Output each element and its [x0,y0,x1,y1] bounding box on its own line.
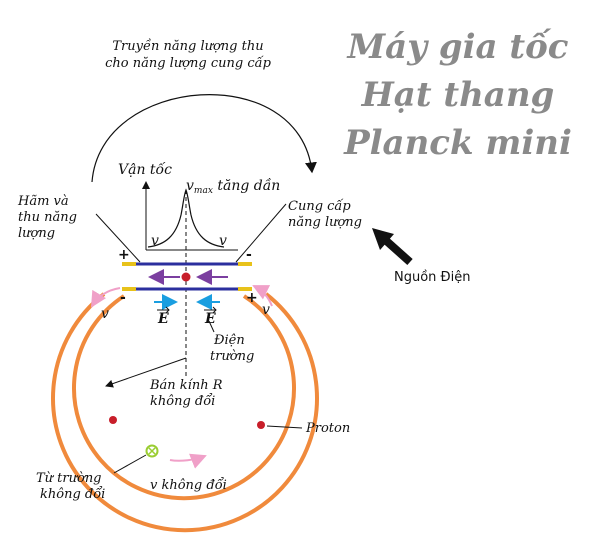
e-vector-arrow-left [157,306,170,314]
power-source-label: Nguồn Điện [394,270,470,285]
velocity-axis-label: Vận tốc [118,161,172,178]
transfer-arc-arrow [91,94,317,183]
radius-label-2: không đổi [150,393,215,409]
proton-label: Proton [305,421,350,436]
v-label-right: v [262,302,270,318]
brake-label-3: lượng [18,226,55,241]
vmax-label: vmax tăng dần [186,177,280,196]
magnetic-label-2: không đổi [40,486,105,502]
title-line-2: Hạt thang [361,75,555,115]
field-label-2: trường [210,349,254,364]
radius-arrow [105,357,187,388]
v-constant-label: v không đổi [150,477,227,493]
outer-ring [51,292,319,533]
title-line-3: Planck mini [343,123,572,163]
minus-sign-right-top: - [246,247,252,263]
proton-pointer [266,425,303,429]
supply-label-1: Cung cấp [288,198,351,214]
e-field-label-right: E [204,311,216,327]
plus-sign-left: + [118,247,130,263]
pink-arrow-left [90,287,121,308]
v-label-top-left: v [151,233,159,249]
proton-right [257,421,265,429]
v-label-left: v [101,306,109,322]
plus-sign-right-bottom: + [246,290,258,306]
transfer-label-2: cho năng lượng cung cấp [105,55,271,71]
magnetic-pointer [113,454,147,474]
field-label-1: Điện [213,333,245,348]
proton-in-gap [181,272,191,282]
magnetic-label-1: Từ trường [36,471,102,486]
e-field-label-left: E [157,311,169,327]
brake-label-1: Hãm và [17,194,69,209]
power-source-arrow-head [372,228,394,250]
pink-arrow-bottom [169,453,207,469]
pink-arrow-right [252,285,273,307]
magnetic-field-icon [145,444,159,458]
magnetic-field-cross [148,447,156,455]
supply-label-2: năng lượng [288,215,362,230]
field-pointer [208,320,215,333]
supply-pointer [235,203,287,263]
v-label-top-right: v [219,233,227,249]
brake-pointer [95,213,141,263]
transfer-label-1: Truyền năng lượng thu [112,38,263,54]
radius-label-1: Bán kính R [149,378,223,393]
inner-ring [72,294,296,501]
proton-left [109,416,117,424]
title-line-1: Máy gia tốc [347,27,569,67]
e-vector-arrow-right [204,306,217,314]
minus-sign-left: - [120,290,126,306]
brake-label-2: thu năng [18,210,77,225]
